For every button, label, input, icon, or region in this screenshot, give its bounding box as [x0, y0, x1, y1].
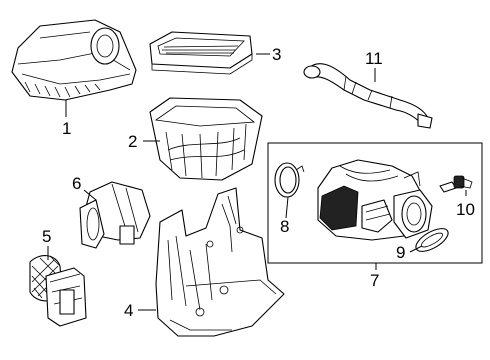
air-filter — [149, 31, 253, 75]
temperature-sensor — [439, 175, 473, 193]
outlet-tube — [303, 63, 433, 129]
callout-7: 7 — [370, 271, 379, 290]
airflow-sensor-housing — [79, 181, 151, 249]
sensor-with-mesh — [29, 255, 87, 327]
callout-6: 6 — [72, 174, 81, 193]
callout-2: 2 — [128, 132, 137, 151]
mounting-bracket — [155, 187, 285, 337]
callout-3: 3 — [272, 45, 281, 64]
callout-10: 10 — [456, 200, 475, 219]
air-cleaner-cover — [11, 19, 137, 101]
resonator-assembly — [317, 159, 433, 241]
air-box-housing — [149, 97, 263, 181]
hose-clamp — [274, 162, 305, 198]
callout-8: 8 — [280, 217, 289, 236]
callout-1: 1 — [62, 119, 71, 138]
assembly-group-box — [267, 142, 483, 264]
callout-labels: 1 2 3 4 5 6 7 8 9 10 11 — [42, 45, 475, 320]
callout-4: 4 — [124, 301, 133, 320]
callout-9: 9 — [396, 243, 405, 262]
leader-lines — [47, 53, 467, 311]
callout-5: 5 — [42, 227, 51, 246]
callout-11: 11 — [365, 49, 383, 68]
